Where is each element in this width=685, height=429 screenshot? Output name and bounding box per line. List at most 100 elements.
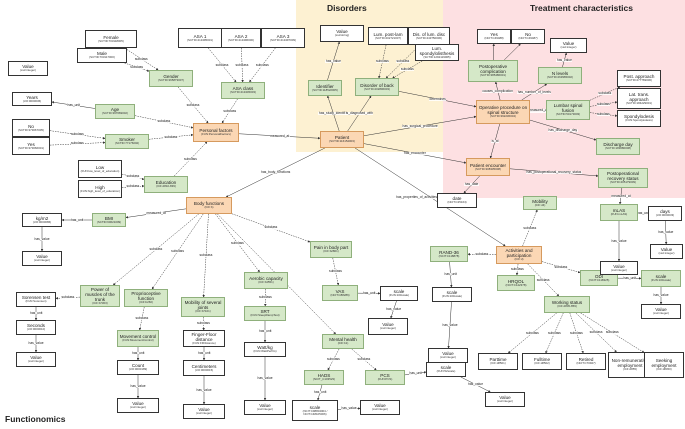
edge-activities-to-odi <box>541 261 581 274</box>
node-label: Aerobic capacity <box>249 276 283 282</box>
edge-label: has_value <box>130 384 147 389</box>
node-label: Value <box>198 407 210 413</box>
node-identifier: Identifier(SCTID:118522005) <box>308 80 342 96</box>
node-code: (ICF:b7101) <box>195 309 211 314</box>
node-label: Working status <box>551 300 583 306</box>
node-code: (NCIT_C103523) <box>312 377 335 382</box>
edge-label: subclass <box>196 321 211 326</box>
node-code: (SCTID:405179009) <box>610 180 636 185</box>
edge-label: has_unit <box>67 102 81 108</box>
edge-label: subclass <box>597 91 612 96</box>
node-patient: Patient(SCTID:116154003) <box>320 131 364 148</box>
node-label: Value <box>499 395 511 401</box>
node-seeking: Seeking employment(ICF:d8450) <box>644 352 684 378</box>
node-disorder-back: Disorder of back(SCTID:202806003) <box>355 78 399 96</box>
node-patient-enc: Patient encounter(SCTID:308335008) <box>466 158 510 176</box>
node-label: Value <box>30 355 42 361</box>
node-code: (SCTID:373066001) <box>18 145 44 150</box>
node-fulltime: Fulltime(ICF:d8502) <box>522 353 562 370</box>
edge-label: has_unit <box>409 371 423 376</box>
edge-label: has_unit <box>258 329 272 334</box>
node-spondylodesis: Spondylodesis(FUN:Spondylodesis) <box>617 110 661 127</box>
node-dis-lum-disc: Dis. of lum. disc(SCTID:443750006) <box>408 27 450 45</box>
node-value-rand: Value(xsd:integer) <box>428 348 468 363</box>
node-sorensen: Sorensen test(FUN:Sorensen) <box>16 292 56 307</box>
node-value-mlas: Value(xsd:integer) <box>600 261 638 275</box>
edge-label: measured_at <box>610 193 632 198</box>
node-label: scale <box>446 290 458 296</box>
node-label: ASA class <box>232 86 254 92</box>
edge-label: has_discharge_day <box>548 127 578 132</box>
edge-label: subclass <box>170 249 185 254</box>
edge-asa-class-to-personal <box>221 98 238 124</box>
node-code: (xsd:integer) <box>560 45 577 50</box>
node-label: Value <box>132 401 144 407</box>
edge-label: subclass <box>554 264 568 269</box>
node-value-sec: Value(xsd:integer) <box>16 352 56 367</box>
edge-label: subclass <box>589 330 603 335</box>
node-power-muscles: Power of muscles of the trunk(ICF:b7303) <box>80 285 120 307</box>
node-scale-rand: scale(FUN:100scale) <box>432 287 472 302</box>
node-education: Education(ICF:d810-839) <box>144 176 188 193</box>
node-label: Mobility of several joints <box>184 300 222 311</box>
node-mobility-joints: Mobility of several joints(ICF:b7101) <box>181 297 225 317</box>
node-label: Personal factors <box>199 128 233 134</box>
node-code: (xsd:integer) <box>496 399 514 404</box>
node-label: Seeking employment <box>651 358 677 369</box>
node-label: Parttime <box>489 357 507 363</box>
node-code: (ICF:d8501) <box>490 361 506 366</box>
node-code: (UO:0000086) <box>32 219 52 224</box>
edge-label: has_body_functions <box>260 170 291 175</box>
node-label: Male <box>97 51 107 57</box>
node-code: (SCTID:118522005) <box>312 87 338 92</box>
edge-label: subclass <box>375 59 390 64</box>
node-label: ASA 3 <box>276 33 290 39</box>
node-scale-vas: scale(FUN:100scale) <box>380 286 418 301</box>
edge-label: has_value <box>442 322 459 327</box>
node-value-kgm2: Value(xsd:integer) <box>22 251 62 266</box>
edge-label: subclass <box>396 59 410 64</box>
node-code: (xsd:integer) <box>439 355 457 360</box>
node-code: (xsd:integer) <box>652 311 670 316</box>
edge-body-functions-to-mental <box>217 213 336 335</box>
node-code: (FUN:100scale) <box>650 278 672 283</box>
edge-label: is_diagnosed_with <box>345 111 374 116</box>
node-label: Lumbar spinal fusion <box>553 103 583 114</box>
edge-label: has_number_of_levels <box>517 89 552 94</box>
node-label: scale <box>393 289 405 295</box>
edge-label: has_unit <box>444 272 458 277</box>
node-years: Years(UO:0000036) <box>12 92 52 106</box>
node-no-tr: No(NCIT:C49487) <box>511 29 545 44</box>
node-label: ASA 1 <box>193 33 207 39</box>
edge-label: subclass <box>157 119 171 124</box>
node-label: No <box>28 123 34 129</box>
edge-label: has_value <box>341 406 358 411</box>
node-code: (xsd:integer) <box>19 68 37 73</box>
node-code: (SCTID:60621009) <box>96 219 122 224</box>
node-code: (SCTID:116154003) <box>329 139 355 144</box>
node-code: (SCTID:385486001) <box>480 73 506 78</box>
node-label: BMI <box>104 215 114 221</box>
edge-proprioceptive-to-movement-ctrl <box>138 306 145 331</box>
node-code: (ICF:d845-859) <box>557 304 577 309</box>
node-label: High <box>95 184 105 190</box>
node-label: Education <box>155 180 177 186</box>
edge-label: subclass <box>400 67 415 72</box>
edge-label: subclass <box>605 330 620 335</box>
node-code: (ICF:b) <box>204 205 214 210</box>
edge-mental-to-hads <box>327 348 340 371</box>
node-label: Value <box>613 263 625 269</box>
edge-label: subclass <box>70 132 85 137</box>
node-label: Value <box>442 351 454 357</box>
node-code: (UO:0000036) <box>22 98 42 103</box>
node-centimeters: Centimeters(UO:0000015) <box>183 360 225 376</box>
node-code: (FUN:Sorensen) <box>25 299 47 304</box>
node-code: (ICF:b4551) <box>258 280 274 285</box>
node-label: No <box>525 32 531 38</box>
node-label: Pain in body part <box>313 245 349 251</box>
node-code: (FUN:PCS) <box>377 377 393 382</box>
node-code: (FUN:52scale) <box>436 369 456 374</box>
node-personal: Personal factors(FUN:PersonalFactors) <box>193 123 239 142</box>
edge-label: has_unit <box>636 210 650 215</box>
node-mlas: mLAS(FUN:mLAS) <box>600 204 638 221</box>
